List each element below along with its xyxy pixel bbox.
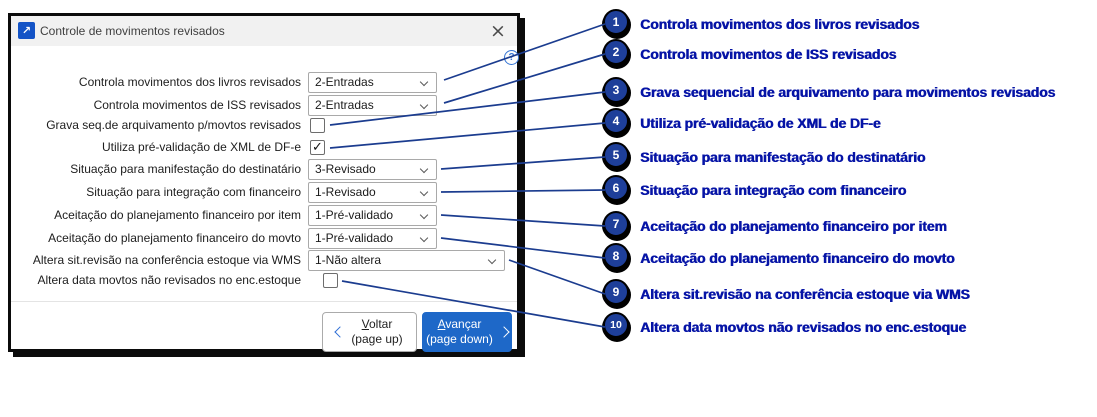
field-dropdown[interactable]: 1-Pré-validado (308, 205, 437, 226)
field-label: Grava seq.de arquivamento p/movtos revis… (46, 118, 301, 132)
annotation-label: Situação para integração com financeiro (640, 182, 907, 198)
dropdown-selected-value: 1-Não altera (315, 253, 382, 267)
dropdown-selected-value: 1-Pré-validado (315, 208, 394, 222)
dropdown-selected-value: 1-Revisado (315, 185, 376, 199)
close-icon[interactable]: × (483, 16, 513, 46)
dropdown-selected-value: 1-Pré-validado (315, 231, 394, 245)
checkmark-icon: ✓ (312, 140, 323, 155)
annotation-label: Controla movimentos de ISS revisados (640, 46, 897, 62)
dropdown-selected-value: 3-Revisado (315, 162, 376, 176)
voltar-sublabel: (page up) (351, 332, 403, 346)
avancar-label: Avançar (437, 317, 482, 331)
field-label: Controla movimentos de ISS revisados (93, 98, 301, 112)
field-label: Situação para integração com financeiro (86, 185, 301, 199)
annotation-number-badge: 3 (603, 77, 629, 103)
voltar-button[interactable]: Voltar (page up) (322, 312, 417, 352)
field-label: Aceitação do planejamento financeiro por… (54, 208, 301, 222)
field-label: Controla movimentos dos livros revisados (78, 75, 301, 89)
chevron-down-icon (487, 255, 497, 265)
annotation-label: Aceitação do planejamento financeiro do … (640, 250, 955, 266)
field-checkbox[interactable] (323, 273, 338, 288)
chevron-down-icon (419, 100, 429, 110)
footer-divider (11, 301, 517, 302)
dropdown-selected-value: 2-Entradas (315, 75, 374, 89)
annotation-number-badge: 9 (603, 279, 629, 305)
field-dropdown[interactable]: 1-Pré-validado (308, 228, 437, 249)
avancar-sublabel: (page down) (426, 332, 493, 346)
chevron-down-icon (419, 233, 429, 243)
annotation-label: Utiliza pré-validação de XML de DF-e (640, 115, 881, 131)
annotation-number-badge: 2 (603, 39, 629, 65)
annotation-number-badge: 6 (603, 175, 629, 201)
annotation-number-badge: 8 (603, 243, 629, 269)
annotation-label: Controla movimentos dos livros revisados (640, 16, 920, 32)
field-label: Situação para manifestação do destinatár… (70, 162, 301, 176)
help-icon[interactable]: ? (504, 50, 519, 65)
field-label: Aceitação do planejamento financeiro do … (48, 231, 301, 245)
field-label: Altera sit.revisão na conferência estoqu… (32, 253, 301, 267)
field-dropdown[interactable]: 1-Não altera (308, 250, 505, 271)
annotation-number-badge: 1 (603, 9, 629, 35)
chevron-down-icon (419, 77, 429, 87)
field-checkbox[interactable] (310, 118, 325, 133)
annotation-label: Grava sequencial de arquivamento para mo… (640, 84, 1056, 100)
field-dropdown[interactable]: 3-Revisado (308, 159, 437, 180)
window-title: Controle de movimentos revisados (40, 24, 225, 38)
annotation-label: Situação para manifestação do destinatár… (640, 149, 926, 165)
field-dropdown[interactable]: 1-Revisado (308, 182, 437, 203)
chevron-left-icon (334, 326, 346, 338)
chevron-down-icon (419, 187, 429, 197)
chevron-down-icon (419, 164, 429, 174)
annotation-label: Aceitação do planejamento financeiro por… (640, 218, 947, 234)
annotation-number-badge: 10 (603, 312, 629, 338)
annotation-label: Altera sit.revisão na conferência estoqu… (640, 286, 970, 302)
dropdown-selected-value: 2-Entradas (315, 98, 374, 112)
chevron-right-icon (498, 326, 510, 338)
annotation-number-badge: 4 (603, 108, 629, 134)
annotation-number-badge: 5 (603, 142, 629, 168)
field-dropdown[interactable]: 2-Entradas (308, 95, 437, 116)
app-arrow-icon: ↗ (18, 22, 35, 39)
avancar-button[interactable]: Avançar (page down) (422, 312, 512, 352)
voltar-label: Voltar (361, 317, 393, 331)
annotation-connector-line (508, 259, 606, 295)
annotation-number-badge: 7 (603, 211, 629, 237)
dialog-window: ↗ Controle de movimentos revisados × ? C… (8, 13, 520, 352)
field-label: Altera data movtos não revisados no enc.… (37, 273, 302, 287)
field-label: Utiliza pré-validação de XML de DF-e (102, 140, 301, 154)
field-dropdown[interactable]: 2-Entradas (308, 72, 437, 93)
annotation-label: Altera data movtos não revisados no enc.… (640, 319, 966, 335)
titlebar: ↗ Controle de movimentos revisados × (11, 16, 517, 46)
chevron-down-icon (419, 210, 429, 220)
field-checkbox[interactable]: ✓ (310, 140, 325, 155)
